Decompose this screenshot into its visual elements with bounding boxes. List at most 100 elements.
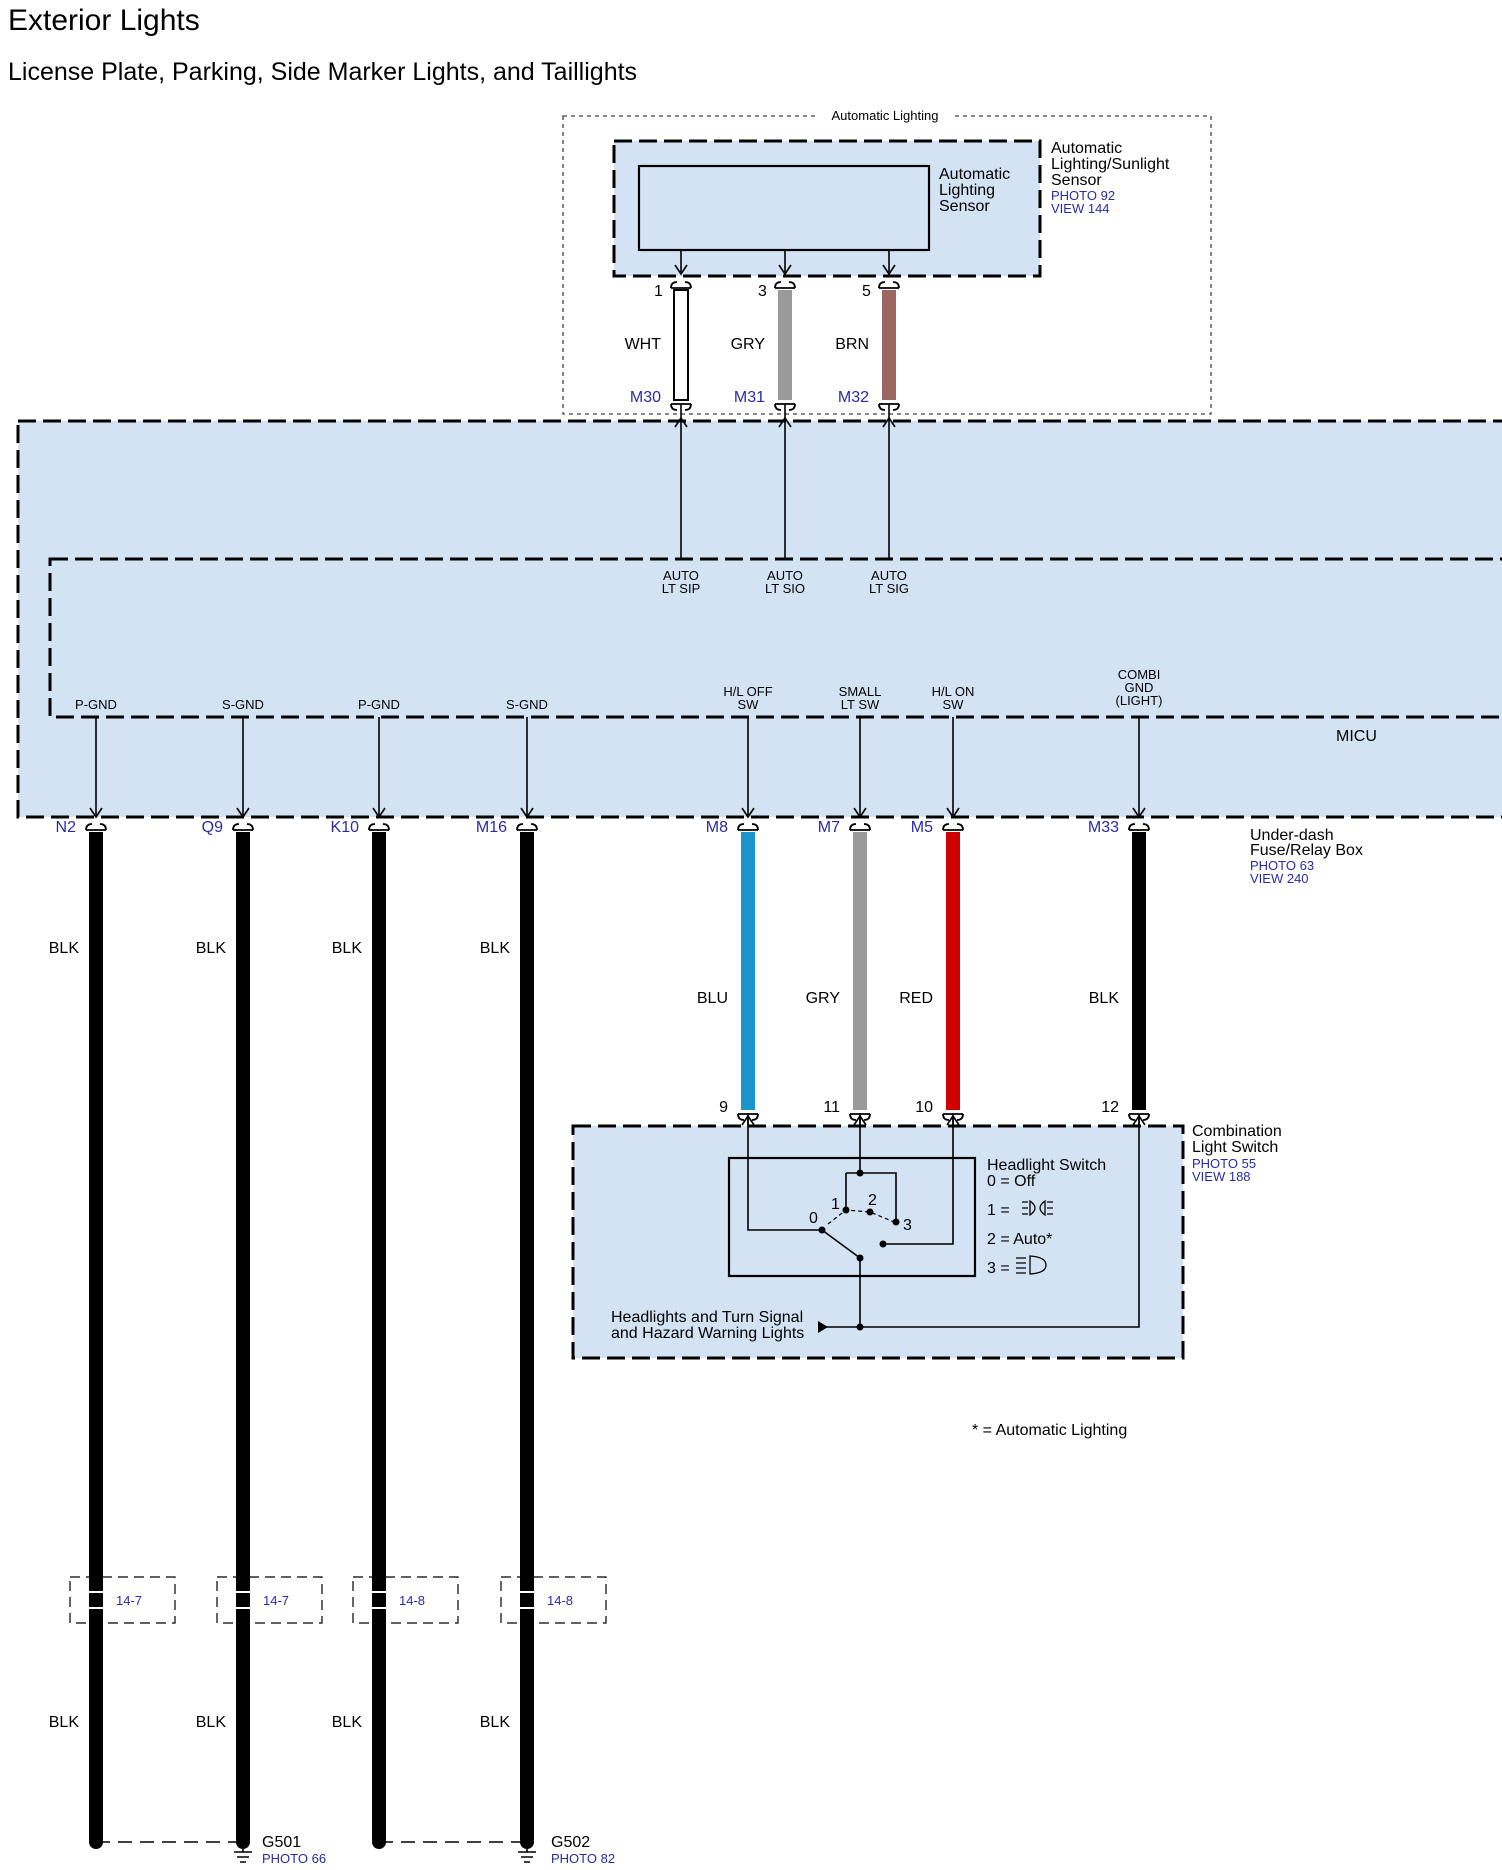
fuse-box-label-2: Fuse/Relay Box — [1250, 842, 1363, 859]
sensor-wire-wht — [673, 289, 689, 401]
combination-light-switch: Combination Light Switch PHOTO 55 VIEW 1… — [571, 1117, 1282, 1360]
switch-wire-red — [946, 832, 960, 1110]
ground-wire-blk — [236, 832, 250, 1840]
arrow-head — [1132, 1114, 1146, 1126]
arrow-head — [520, 807, 534, 819]
sensor-component-label-1: Automatic — [1051, 140, 1122, 157]
connector-cap — [368, 823, 390, 831]
switch-pin-number: 12 — [1101, 1099, 1119, 1116]
ground-wire-color-label: BLK — [49, 1714, 80, 1731]
ground-g501-photo-ref[interactable]: PHOTO 66 — [262, 1851, 326, 1866]
ground-g502: G502 PHOTO 82 — [551, 1834, 615, 1866]
arrow-head — [853, 1114, 867, 1126]
headlight-switch-legend-title: Headlight Switch — [987, 1157, 1106, 1174]
splice-mark — [515, 1591, 539, 1609]
sensor-view-ref[interactable]: VIEW 144 — [1051, 201, 1110, 216]
micu-terminal-label: AUTO — [767, 568, 803, 583]
switch-connector-id: M8 — [706, 819, 728, 836]
splice-wire — [89, 1588, 103, 1612]
arrow-head — [778, 416, 792, 428]
micu-switch-terminal-label: COMBI — [1118, 667, 1161, 682]
sensor-component-label-2: Lighting/Sunlight — [1051, 156, 1170, 173]
ground-g502-label: G502 — [551, 1834, 590, 1851]
sensor-pin-number: 5 — [862, 283, 871, 300]
ground-connector-id: Q9 — [202, 819, 223, 836]
ground-symbol — [234, 1849, 252, 1863]
micu-switch-terminal-label: H/L OFF — [723, 684, 772, 699]
micu-terminal-label: LT SIP — [662, 581, 701, 596]
switch-connector-id: M5 — [911, 819, 933, 836]
fuse-box-view-ref[interactable]: VIEW 240 — [1250, 871, 1309, 886]
splice-mark — [231, 1591, 255, 1609]
automatic-lighting-label: Automatic Lighting — [832, 108, 939, 123]
ground-symbol — [518, 1849, 536, 1863]
combination-switch-photo-ref[interactable]: PHOTO 55 — [1192, 1156, 1256, 1171]
sensor-connector-id: M31 — [734, 389, 765, 406]
switch-wire-color-label: BLU — [697, 990, 728, 1007]
combination-switch-view-ref[interactable]: VIEW 188 — [1192, 1169, 1251, 1184]
micu-switch-terminal-label: H/L ON — [932, 684, 975, 699]
arrow-head — [674, 264, 688, 276]
ground-wire-color-label: BLK — [332, 1714, 363, 1731]
arrow-head — [236, 807, 250, 819]
splice-reference: 14-7 — [116, 1593, 142, 1608]
micu-switch-terminal-label: SMALL — [839, 684, 882, 699]
ground-wire-blk — [372, 832, 386, 1840]
fuse-box-label-1: Under-dash — [1250, 827, 1334, 844]
under-dash-fuse-relay-box: MICU Under-dash Fuse/Relay Box PHOTO 63 … — [16, 419, 1502, 886]
connector-cap — [516, 823, 538, 831]
switch-pin-number: 9 — [719, 1099, 728, 1116]
ground-connector-id: M16 — [476, 819, 507, 836]
ground-wire-blk — [520, 832, 534, 1840]
switch-position-1: 1 — [831, 1196, 840, 1213]
splice-wire — [520, 1588, 534, 1612]
arrow-head — [372, 807, 386, 819]
connector-cap — [1128, 823, 1150, 831]
micu-terminal-label: AUTO — [663, 568, 699, 583]
switch-pin-number: 11 — [823, 1099, 840, 1116]
ground-wire-blk — [89, 832, 103, 1840]
switch-position-2: 2 — [868, 1192, 877, 1209]
micu-ground-terminal-label: S-GND — [222, 697, 264, 712]
switch-wire-blu — [741, 832, 755, 1110]
ground-wire-color-label: BLK — [480, 1714, 511, 1731]
micu-switch-terminal-label: SW — [943, 697, 965, 712]
page-title: Exterior Lights — [8, 4, 200, 37]
micu-switch-terminal-label: (LIGHT) — [1116, 693, 1163, 708]
arrow-head — [882, 264, 896, 276]
switch-connector-id: M7 — [818, 819, 840, 836]
headlight-icon — [1016, 1255, 1047, 1275]
sensor-inner-label-2: Lighting — [939, 182, 995, 199]
legend-auto: 2 = Auto* — [987, 1231, 1052, 1248]
legend-position-3: 3 = — [987, 1260, 1010, 1277]
arrow-head — [946, 1114, 960, 1126]
connector-cap — [878, 281, 900, 289]
sensor-inner-label-1: Automatic — [939, 166, 1010, 183]
micu-terminal-label: LT SIG — [869, 581, 909, 596]
micu-ground-terminal-label: P-GND — [75, 697, 117, 712]
sensor-photo-ref[interactable]: PHOTO 92 — [1051, 188, 1115, 203]
micu-switch-terminal-label: LT SW — [841, 697, 880, 712]
arrow-head — [946, 807, 960, 819]
arrow-head — [741, 807, 755, 819]
switch-wire-color-label: RED — [899, 990, 933, 1007]
ground-g502-photo-ref[interactable]: PHOTO 82 — [551, 1851, 615, 1866]
splice-box — [500, 1576, 607, 1624]
switch-wire-gry — [853, 832, 867, 1110]
micu-switch-terminal-label: SW — [738, 697, 760, 712]
switch-position-3: 3 — [903, 1217, 912, 1234]
sensor-component-label-3: Sensor — [1051, 172, 1102, 189]
arrow-head — [741, 1114, 755, 1126]
ground-wire-color-label: BLK — [480, 940, 511, 957]
fuse-box-photo-ref[interactable]: PHOTO 63 — [1250, 858, 1314, 873]
ground-wire-color-label: BLK — [196, 940, 227, 957]
splice-wire — [236, 1588, 250, 1612]
ground-wire-color-label: BLK — [196, 1714, 227, 1731]
ground-connector-id: K10 — [331, 819, 360, 836]
arrow-head — [778, 264, 792, 276]
arrow-head — [674, 416, 688, 428]
sensor-connector-id: M32 — [838, 389, 869, 406]
legend-position-1: 1 = — [987, 1202, 1010, 1219]
output-label-1: Headlights and Turn Signal — [611, 1309, 803, 1326]
splice-box — [352, 1576, 459, 1624]
